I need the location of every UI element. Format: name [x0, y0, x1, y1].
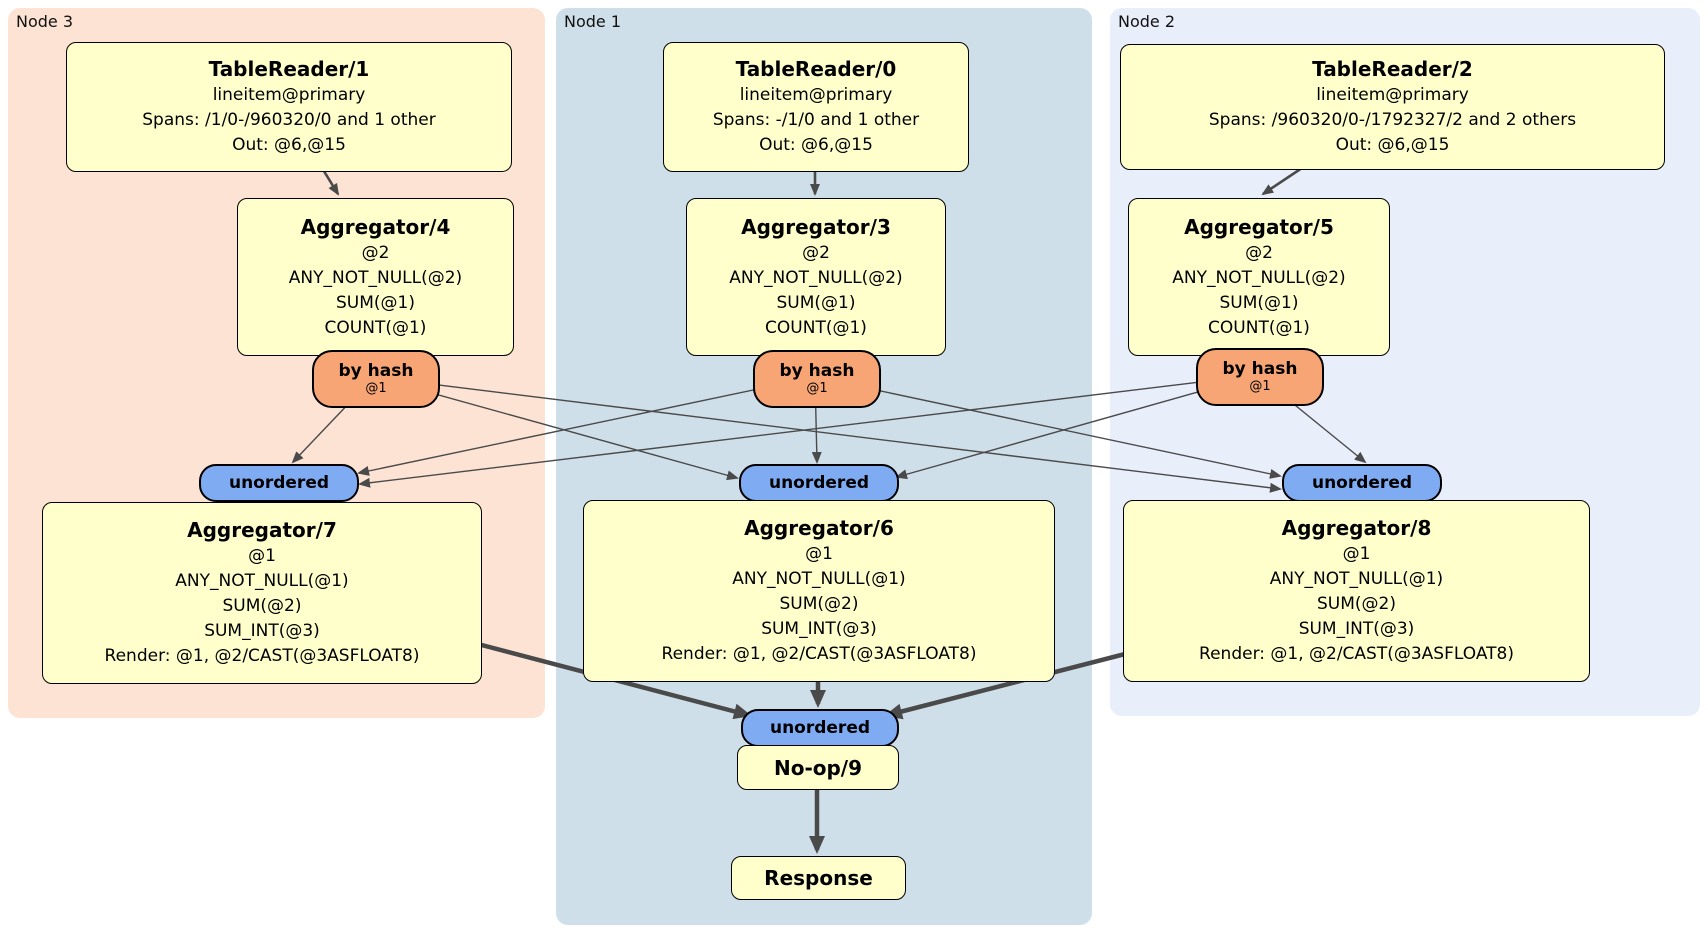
processor-detail: SUM(@2) [779, 594, 859, 614]
processor-detail: Spans: -/1/0 and 1 other [712, 110, 920, 130]
processor-tablereader-2: TableReader/2 lineitem@primary Spans: /9… [1120, 44, 1665, 170]
processor-detail: Out: @6,@15 [1335, 135, 1450, 155]
processor-aggregator-4: Aggregator/4 @2 ANY_NOT_NULL(@2) SUM(@1)… [237, 198, 514, 356]
router-detail: @1 [1249, 379, 1271, 394]
processor-detail: SUM_INT(@3) [204, 621, 320, 641]
router-detail: @1 [806, 381, 828, 396]
processor-detail: lineitem@primary [739, 85, 893, 105]
processor-detail: SUM(@2) [1317, 594, 1396, 614]
router-label: by hash [779, 361, 855, 381]
processor-detail: SUM_INT(@3) [761, 619, 877, 639]
response-node: Response [731, 856, 906, 900]
processor-title: TableReader/1 [208, 57, 370, 81]
processor-aggregator-8: Aggregator/8 @1 ANY_NOT_NULL(@1) SUM(@2)… [1123, 500, 1590, 682]
sync-label: unordered [228, 473, 330, 493]
sync-unordered-final: unordered [741, 709, 899, 747]
panel-label-node2: Node 2 [1118, 12, 1176, 31]
processor-detail: @2 [802, 242, 830, 263]
sync-unordered-node3: unordered [199, 464, 359, 502]
processor-tablereader-0: TableReader/0 lineitem@primary Spans: -/… [663, 42, 969, 172]
processor-title: No-op/9 [773, 755, 863, 780]
processor-detail: SUM(@2) [222, 596, 302, 616]
processor-detail: ANY_NOT_NULL(@1) [175, 571, 349, 591]
processor-detail: ANY_NOT_NULL(@1) [732, 569, 906, 589]
processor-title: Aggregator/4 [300, 214, 451, 239]
processor-detail: @1 [805, 544, 833, 564]
processor-detail: Out: @6,@15 [232, 135, 346, 155]
router-by-hash-node1: by hash @1 [753, 350, 881, 408]
processor-detail: SUM(@1) [776, 292, 856, 313]
processor-detail: Spans: /960320/0-/1792327/2 and 2 others [1208, 110, 1577, 130]
processor-aggregator-6: Aggregator/6 @1 ANY_NOT_NULL(@1) SUM(@2)… [583, 500, 1055, 682]
router-label: by hash [1222, 359, 1298, 379]
sync-label: unordered [768, 473, 870, 493]
processor-detail: COUNT(@1) [765, 317, 867, 338]
router-label: by hash [338, 361, 414, 381]
processor-detail: Out: @6,@15 [759, 135, 873, 155]
processor-aggregator-7: Aggregator/7 @1 ANY_NOT_NULL(@1) SUM(@2)… [42, 502, 482, 684]
processor-detail: COUNT(@1) [324, 317, 427, 338]
processor-detail: SUM(@1) [336, 292, 415, 313]
processor-aggregator-5: Aggregator/5 @2 ANY_NOT_NULL(@2) SUM(@1)… [1128, 198, 1390, 356]
processor-detail: @1 [248, 546, 276, 566]
processor-detail: @1 [1342, 544, 1371, 564]
processor-title: TableReader/2 [1312, 57, 1473, 81]
router-by-hash-node2: by hash @1 [1196, 348, 1324, 406]
processor-detail: @2 [361, 242, 390, 263]
processor-detail: Render: @1, @2/CAST(@3ASFLOAT8) [1199, 644, 1514, 664]
sync-unordered-node1: unordered [739, 464, 899, 502]
processor-detail: Render: @1, @2/CAST(@3ASFLOAT8) [661, 644, 977, 664]
processor-detail: ANY_NOT_NULL(@1) [1269, 569, 1444, 589]
router-detail: @1 [365, 381, 387, 396]
panel-label-node3: Node 3 [16, 12, 74, 31]
processor-noop-9: No-op/9 [737, 745, 899, 790]
panel-label-node1: Node 1 [564, 12, 622, 31]
processor-detail: @2 [1245, 242, 1273, 263]
processor-title: TableReader/0 [735, 57, 897, 81]
router-by-hash-node3: by hash @1 [312, 350, 440, 408]
processor-aggregator-3: Aggregator/3 @2 ANY_NOT_NULL(@2) SUM(@1)… [686, 198, 946, 356]
sync-label: unordered [1311, 473, 1413, 493]
processor-detail: ANY_NOT_NULL(@2) [729, 267, 903, 288]
processor-detail: ANY_NOT_NULL(@2) [1172, 267, 1346, 288]
processor-title: Aggregator/7 [187, 518, 337, 542]
processor-detail: Render: @1, @2/CAST(@3ASFLOAT8) [104, 646, 420, 666]
processor-title: Aggregator/3 [741, 214, 891, 239]
sync-label: unordered [769, 718, 871, 738]
processor-title: Aggregator/6 [744, 516, 894, 540]
processor-title: Aggregator/8 [1281, 516, 1432, 540]
processor-title: Aggregator/5 [1184, 214, 1334, 239]
sync-unordered-node2: unordered [1282, 464, 1442, 502]
processor-detail: lineitem@primary [212, 85, 366, 105]
processor-title: Response [764, 866, 873, 890]
processor-detail: COUNT(@1) [1208, 317, 1310, 338]
processor-detail: ANY_NOT_NULL(@2) [288, 267, 463, 288]
processor-tablereader-1: TableReader/1 lineitem@primary Spans: /1… [66, 42, 512, 172]
processor-detail: Spans: /1/0-/960320/0 and 1 other [142, 110, 436, 130]
processor-detail: lineitem@primary [1316, 85, 1469, 105]
processor-detail: SUM(@1) [1219, 292, 1299, 313]
processor-detail: SUM_INT(@3) [1298, 619, 1415, 639]
